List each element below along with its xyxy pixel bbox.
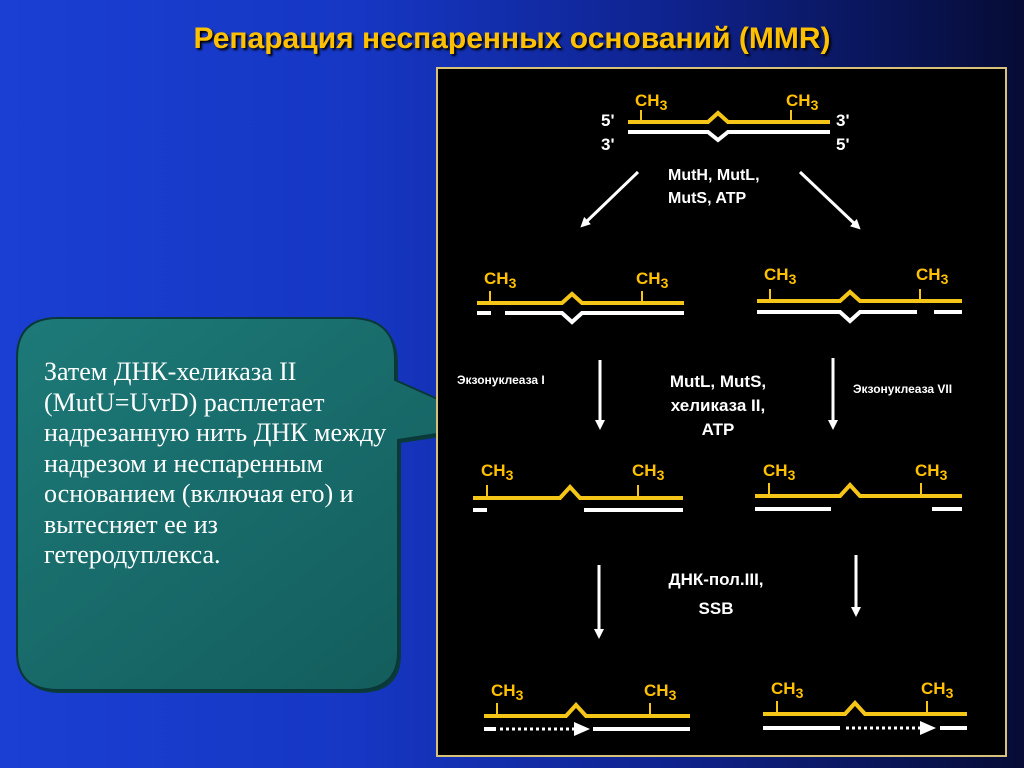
step3-enzymes-line1: ДНК-пол.III, [668, 570, 763, 589]
top-strand [628, 110, 830, 124]
three-prime-label: 3' [601, 135, 615, 154]
bottom-strand [505, 311, 684, 325]
step1-enzymes-line1: MutH, MutL, [668, 167, 760, 184]
methyl-label: CH3 [632, 461, 665, 483]
arrow-right-branch [798, 170, 861, 230]
methyl-label: CH3 [771, 679, 804, 701]
methyl-label: CH3 [921, 679, 954, 701]
top-strand [763, 700, 967, 716]
stage-nicked-left: CH3 CH3 [477, 269, 684, 325]
synthesis-arrowhead [574, 722, 590, 736]
step2-enzymes-line3: ATP [702, 420, 735, 439]
callout-text: Затем ДНК-хеликаза II (MutU=UvrD) распле… [44, 357, 387, 569]
five-prime-label: 5' [836, 135, 850, 154]
step3-enzymes-line2: SSB [699, 599, 734, 618]
exonuclease-i-label: Экзонуклеаза I [457, 373, 545, 387]
methyl-label: CH3 [491, 681, 524, 703]
top-strand [757, 289, 962, 303]
stage-nicked-right: CH3 CH3 [757, 265, 962, 324]
stage-gapped-left: CH3 CH3 [473, 461, 683, 512]
step2-enzymes-line1: MutL, MutS, [670, 372, 766, 391]
top-strand [477, 291, 684, 305]
methyl-label: CH3 [764, 265, 797, 287]
stage-initial-duplex: CH3 CH3 5' 3' 3' 5' [601, 91, 850, 154]
synthesis-arrowhead [920, 721, 936, 735]
stage-gapped-right: CH3 CH3 [755, 461, 962, 511]
methyl-label: CH3 [636, 269, 669, 291]
exonuclease-vii-label: Экзонуклеаза VII [853, 382, 952, 396]
methyl-label: CH3 [916, 265, 949, 287]
bottom-strand [757, 310, 917, 324]
arrow-left-branch [580, 170, 640, 228]
top-strand [473, 484, 683, 500]
methyl-label: CH3 [644, 681, 677, 703]
methyl-label: CH3 [915, 461, 948, 483]
methyl-label: CH3 [763, 461, 796, 483]
top-strand [484, 702, 690, 718]
stage-resynthesis-right: CH3 CH3 [763, 679, 967, 735]
step2-enzymes-line2: хеликаза II, [671, 396, 765, 415]
bottom-strand [628, 130, 830, 143]
diagram-panel: CH3 CH3 5' 3' 3' 5' MutH, MutL, MutS, AT… [436, 67, 1007, 757]
five-prime-label: 5' [601, 111, 615, 130]
stage-resynthesis-left: CH3 CH3 [484, 681, 690, 736]
mmr-diagram: CH3 CH3 5' 3' 3' 5' MutH, MutL, MutS, AT… [457, 91, 967, 736]
methyl-label: CH3 [484, 269, 517, 291]
slide-title: Репарация неспаренных оснований (MMR) [193, 22, 831, 55]
methyl-label: CH3 [481, 461, 514, 483]
top-strand [755, 482, 962, 498]
methyl-label: CH3 [786, 91, 819, 113]
step1-enzymes-line2: MutS, ATP [668, 190, 747, 207]
three-prime-label: 3' [836, 111, 850, 130]
methyl-label: CH3 [635, 91, 668, 113]
